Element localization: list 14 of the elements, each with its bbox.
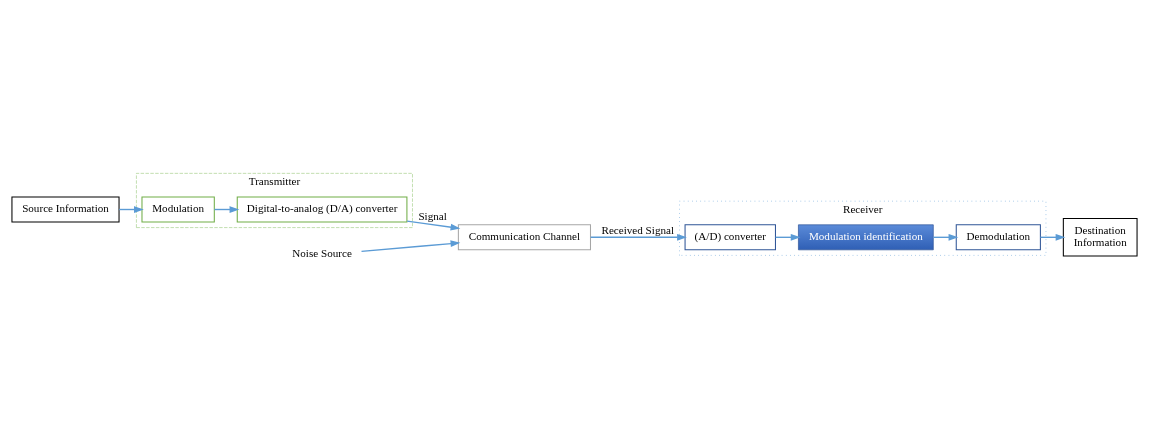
- node-box: Digital-to-analog (D/A) converter: [236, 195, 408, 223]
- node-box: Modulation: [141, 195, 215, 223]
- arrow: [589, 233, 687, 241]
- edge-label: Signal: [418, 209, 447, 222]
- node-box: Demodulation: [955, 223, 1041, 250]
- node-box: Modulation identification: [798, 223, 934, 250]
- node-text: Noise Source: [292, 246, 352, 259]
- node-box: Source Information: [11, 195, 120, 223]
- node-box: Communication Channel: [457, 223, 591, 250]
- node-box: Destination Information: [1062, 217, 1138, 257]
- arrow: [360, 239, 461, 252]
- node-box: (A/D) converter: [684, 223, 776, 250]
- arrow: [406, 220, 461, 231]
- edge-label: Received Signal: [601, 223, 675, 236]
